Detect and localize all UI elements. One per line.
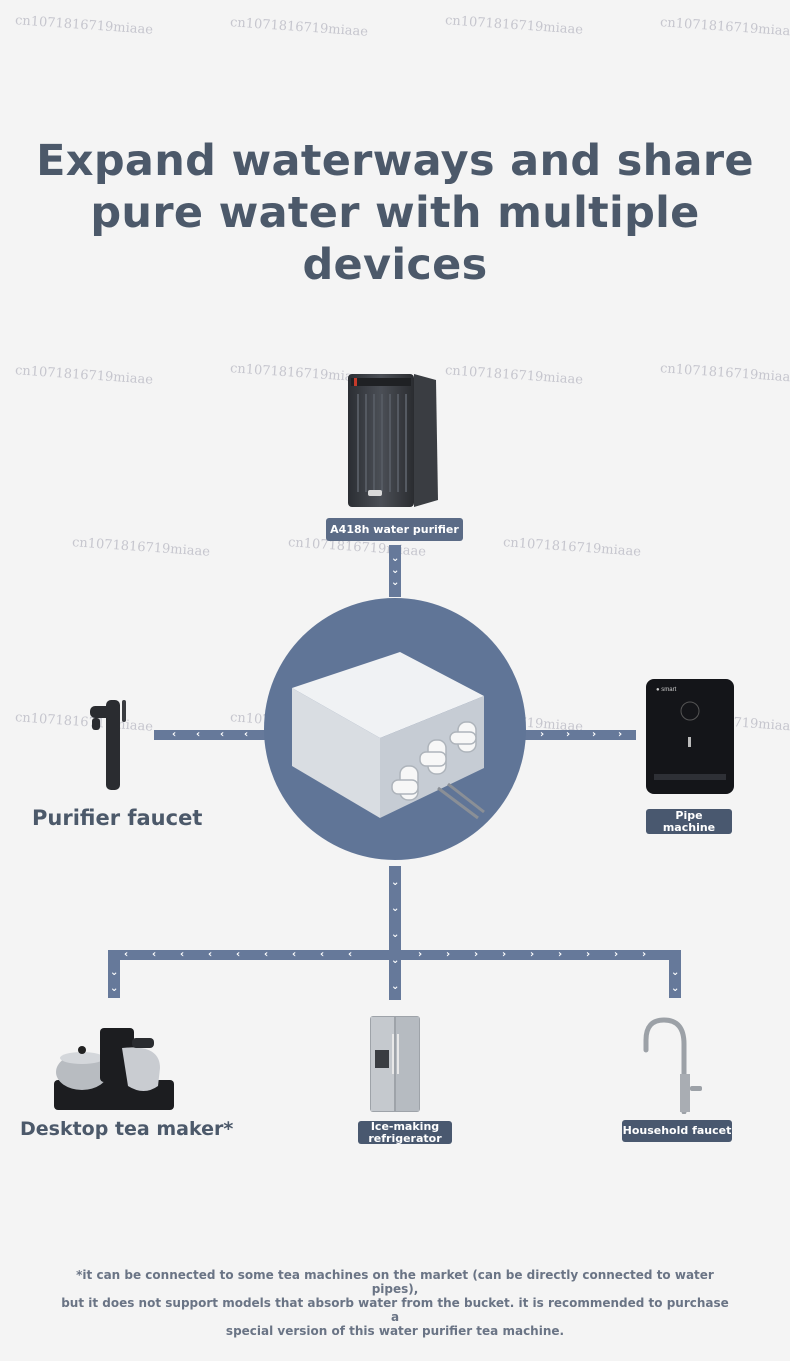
flow-arrow-right-icon: › bbox=[642, 949, 647, 960]
purifier-faucet-image bbox=[88, 696, 138, 792]
refrigerator-label-line-1: Ice-making bbox=[370, 1119, 440, 1133]
title-line-1: Expand waterways and share bbox=[36, 136, 754, 186]
flow-arrow-down-icon: ⌄ bbox=[391, 877, 400, 888]
purifier-faucet-label: Purifier faucet bbox=[32, 806, 203, 830]
flow-arrow-right-icon: › bbox=[446, 949, 451, 960]
flow-arrow-down-icon: ⌄ bbox=[391, 955, 400, 966]
refrigerator-label-line-2: refrigerator bbox=[368, 1131, 442, 1145]
flow-arrow-down-icon: ⌄ bbox=[391, 929, 400, 940]
flow-arrow-left-icon: ‹ bbox=[196, 729, 201, 740]
watermark-text: cn1071816719miaae bbox=[444, 13, 584, 38]
flow-arrow-right-icon: › bbox=[530, 949, 535, 960]
flow-arrow-down-icon: ⌄ bbox=[391, 553, 400, 564]
flow-arrow-left-icon: ‹ bbox=[172, 729, 177, 740]
water-diverter-image bbox=[288, 648, 488, 823]
water-purifier-label: A418h water purifier bbox=[326, 518, 463, 541]
watermark-text: cn1071816719miaae bbox=[229, 15, 369, 40]
watermark-text: cn1071816719miaae bbox=[659, 15, 790, 40]
flow-arrow-left-icon: ‹ bbox=[220, 729, 225, 740]
flow-arrow-right-icon: › bbox=[618, 729, 623, 740]
flow-arrow-right-icon: › bbox=[592, 729, 597, 740]
flow-arrow-left-icon: ‹ bbox=[236, 949, 241, 960]
pipe-hub-to-faucet bbox=[154, 730, 268, 740]
household-faucet-label: Household faucet bbox=[622, 1120, 732, 1142]
page-title: Expand waterways and share pure water wi… bbox=[0, 135, 790, 291]
pipe-purifier-to-hub bbox=[389, 545, 401, 597]
flow-arrow-down-icon: ⌄ bbox=[391, 577, 400, 588]
flow-arrow-down-icon: ⌄ bbox=[391, 903, 400, 914]
pipe-hub-to-pipe-machine bbox=[522, 730, 636, 740]
flow-arrow-down-icon: ⌄ bbox=[110, 967, 119, 978]
flow-arrow-right-icon: › bbox=[418, 949, 423, 960]
pipe-branch-horizontal bbox=[108, 950, 681, 960]
footnote-line-1: *it can be connected to some tea machine… bbox=[76, 1268, 714, 1296]
footnote-line-2: but it does not support models that abso… bbox=[61, 1296, 729, 1324]
flow-arrow-left-icon: ‹ bbox=[152, 949, 157, 960]
footnote-line-3: special version of this water purifier t… bbox=[225, 1324, 565, 1338]
flow-arrow-left-icon: ‹ bbox=[124, 949, 129, 960]
refrigerator-image bbox=[370, 1016, 420, 1112]
pipe-drop-household-faucet bbox=[669, 950, 681, 998]
tea-maker-image bbox=[52, 1024, 176, 1112]
flow-arrow-left-icon: ‹ bbox=[264, 949, 269, 960]
pipe-machine-label-line-1: Pipe bbox=[675, 808, 703, 822]
flow-arrow-left-icon: ‹ bbox=[244, 729, 249, 740]
flow-arrow-down-icon: ⌄ bbox=[391, 565, 400, 576]
flow-arrow-left-icon: ‹ bbox=[180, 949, 185, 960]
footnote: *it can be connected to some tea machine… bbox=[60, 1268, 730, 1338]
refrigerator-label: Ice-making refrigerator bbox=[358, 1119, 452, 1145]
tea-maker-label: Desktop tea maker* bbox=[20, 1118, 234, 1140]
pipe-hub-to-branch bbox=[389, 866, 401, 1000]
watermark-text: cn1071816719miaae bbox=[71, 535, 211, 560]
flow-arrow-right-icon: › bbox=[540, 729, 545, 740]
watermark-text: cn1071816719miaae bbox=[444, 363, 584, 388]
water-purifier-image bbox=[348, 372, 440, 509]
watermark-text: cn1071816719miaae bbox=[14, 13, 154, 38]
pipe-machine-label: Pipe machine bbox=[646, 809, 732, 834]
pipe-drop-tea-maker bbox=[108, 950, 120, 998]
flow-arrow-right-icon: › bbox=[566, 729, 571, 740]
flow-arrow-down-icon: ⌄ bbox=[671, 983, 680, 994]
flow-arrow-left-icon: ‹ bbox=[208, 949, 213, 960]
flow-arrow-left-icon: ‹ bbox=[320, 949, 325, 960]
flow-arrow-down-icon: ⌄ bbox=[391, 981, 400, 992]
watermark-text: cn1071816719miaae bbox=[659, 361, 790, 386]
watermark-text: cn1071816719miaae bbox=[14, 363, 154, 388]
flow-arrow-left-icon: ‹ bbox=[292, 949, 297, 960]
flow-arrow-down-icon: ⌄ bbox=[671, 967, 680, 978]
flow-arrow-right-icon: › bbox=[614, 949, 619, 960]
pipe-machine-image: ● smart bbox=[646, 679, 734, 794]
flow-arrow-right-icon: › bbox=[558, 949, 563, 960]
flow-arrow-right-icon: › bbox=[502, 949, 507, 960]
flow-arrow-right-icon: › bbox=[474, 949, 479, 960]
watermark-text: cn1071816719miaae bbox=[502, 535, 642, 560]
svg-text:● smart: ● smart bbox=[656, 687, 677, 693]
flow-arrow-right-icon: › bbox=[586, 949, 591, 960]
title-line-2: pure water with multiple devices bbox=[90, 188, 700, 290]
flow-arrow-left-icon: ‹ bbox=[348, 949, 353, 960]
pipe-machine-label-line-2: machine bbox=[662, 820, 716, 834]
household-faucet-image bbox=[640, 1016, 706, 1115]
flow-arrow-down-icon: ⌄ bbox=[110, 983, 119, 994]
